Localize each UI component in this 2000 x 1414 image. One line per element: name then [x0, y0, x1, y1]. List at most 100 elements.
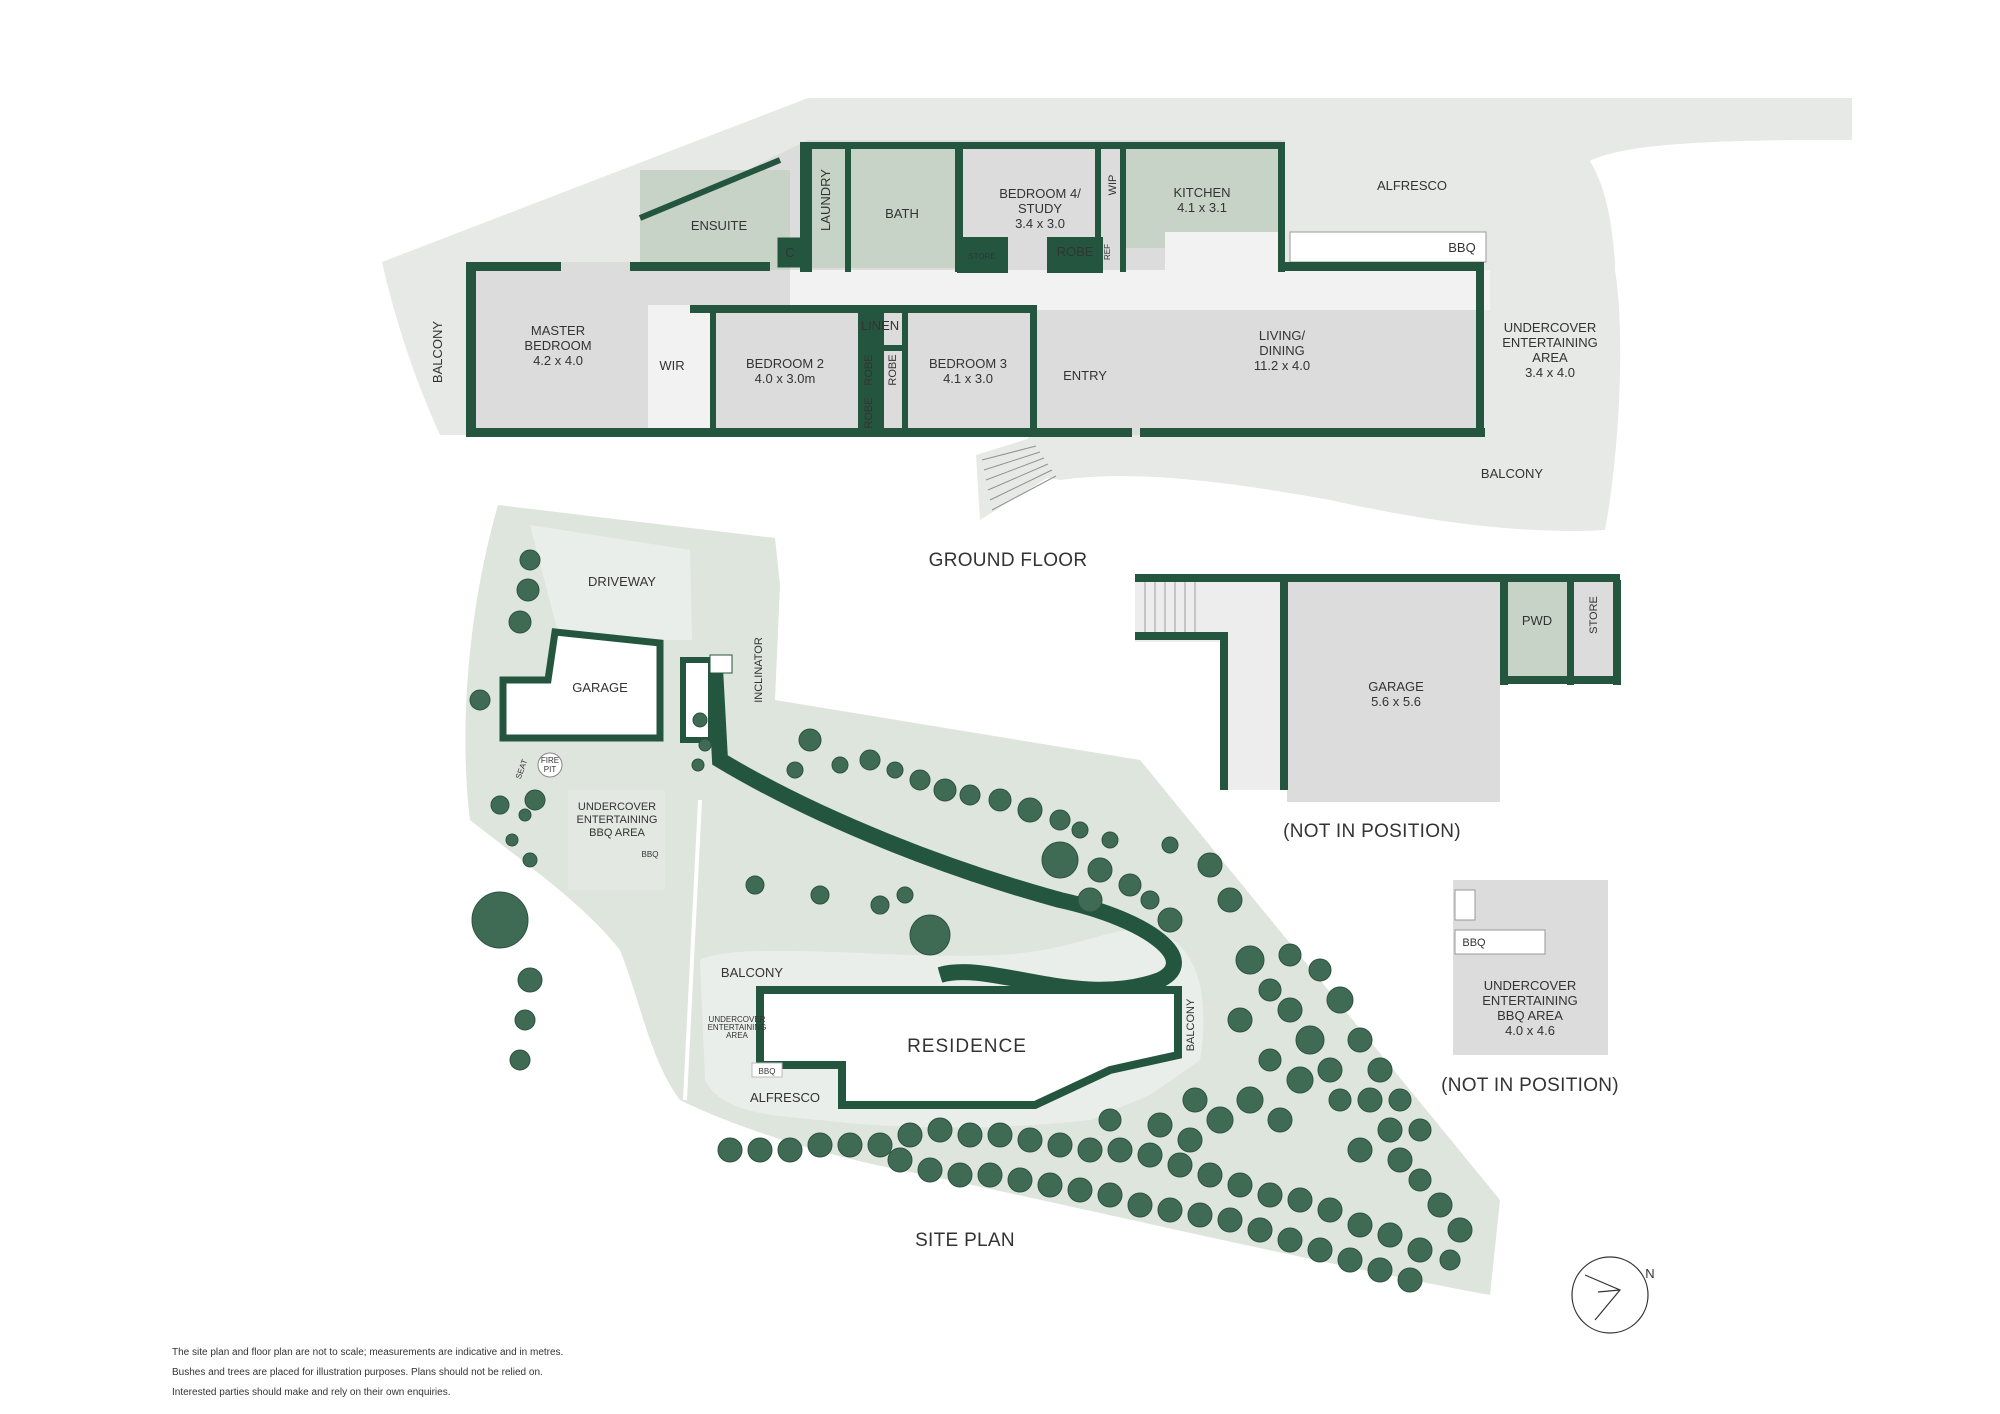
tree	[798, 728, 822, 752]
tree	[1197, 852, 1223, 878]
tree	[1101, 831, 1119, 849]
tree	[1367, 1057, 1393, 1083]
tree	[870, 895, 890, 915]
tree	[1077, 1137, 1103, 1163]
kitchen-bench	[1165, 232, 1285, 270]
tree	[509, 1049, 531, 1071]
tree	[1067, 1177, 1093, 1203]
tree	[1286, 1066, 1314, 1094]
tree	[1258, 1048, 1282, 1072]
tree	[959, 784, 981, 806]
side-path	[683, 799, 702, 1101]
laundry-label: LAUNDRY	[818, 169, 833, 231]
tree	[777, 1137, 803, 1163]
tree	[1087, 857, 1113, 883]
bbq-bench-standalone	[1454, 929, 1546, 955]
tree	[1007, 1167, 1033, 1193]
fire-pit-label-1: FIRE	[541, 756, 559, 765]
inclinator-rail	[710, 667, 1179, 995]
tree	[717, 1137, 743, 1163]
fire-pit-label-2: PIT	[544, 765, 557, 774]
res-alfresco-label: ALFRESCO	[750, 1090, 820, 1105]
store-floor	[1573, 580, 1615, 680]
ground-floor-plan: BALCONY MASTER BEDROOM 4.2 x 4.0 WIR ENS…	[382, 98, 1852, 571]
tree	[1317, 1197, 1343, 1223]
tree	[518, 808, 532, 822]
tree	[1182, 1087, 1208, 1113]
c-label: C	[785, 245, 794, 260]
tree	[1347, 1027, 1373, 1053]
tree	[1377, 1222, 1403, 1248]
tree	[1177, 1127, 1203, 1153]
res-under-label-3: AREA	[726, 1031, 748, 1040]
tree	[987, 1122, 1013, 1148]
stair-corridor	[1220, 640, 1285, 790]
tree	[1267, 1107, 1293, 1133]
tree	[1408, 1168, 1432, 1192]
garage-label: GARAGE	[1368, 679, 1424, 694]
entry-stair-treads	[981, 445, 1057, 511]
tree	[957, 1122, 983, 1148]
tree	[988, 788, 1012, 812]
bedroom4-label: BEDROOM 4/	[999, 186, 1081, 201]
tree	[859, 749, 881, 771]
tree	[691, 758, 705, 772]
bath-tiles	[850, 148, 960, 268]
tree	[1447, 1217, 1473, 1243]
tree	[522, 852, 538, 868]
tree	[1161, 836, 1179, 854]
site-under-label-2: ENTERTAINING	[577, 814, 658, 826]
tree	[837, 1132, 863, 1158]
tree	[897, 1122, 923, 1148]
bedroom2-label: BEDROOM 2	[746, 356, 824, 371]
tree	[909, 914, 951, 956]
tree	[807, 1132, 833, 1158]
pwd-label: PWD	[1522, 613, 1552, 628]
bbq-bench	[1289, 231, 1487, 263]
tree	[810, 885, 830, 905]
garage-dim: 5.6 x 5.6	[1371, 694, 1421, 709]
tree	[1317, 1057, 1343, 1083]
robe-a-label: ROBE	[863, 354, 875, 385]
master-bedroom-dim: 4.2 x 4.0	[533, 353, 583, 368]
tree	[867, 1132, 893, 1158]
tree	[1227, 1172, 1253, 1198]
tree	[1147, 1112, 1173, 1138]
tree	[1257, 1182, 1283, 1208]
tree	[1408, 1118, 1432, 1142]
tree	[1077, 887, 1103, 913]
ground-floor-walls	[466, 142, 1485, 437]
bbq-area-plan: BBQ UNDERCOVER ENTERTAINING BBQ AREA 4.0…	[1441, 880, 1619, 1096]
balcony-west-label: BALCONY	[430, 321, 445, 383]
site-balcony-side-label: BALCONY	[1185, 998, 1197, 1051]
tree	[516, 578, 540, 602]
residence-footprint	[756, 986, 1182, 1109]
west-balcony-area	[382, 262, 470, 435]
north-compass: N	[1571, 1256, 1655, 1334]
bbq-area-label-3: BBQ AREA	[1497, 1008, 1563, 1023]
tree	[745, 875, 765, 895]
tree	[917, 1157, 943, 1183]
tree	[517, 967, 543, 993]
tree	[1098, 1108, 1122, 1132]
tree	[1247, 1217, 1273, 1243]
garage-stair-treads	[1144, 582, 1196, 632]
tree	[1277, 1227, 1303, 1253]
ground-floor-title: GROUND FLOOR	[929, 550, 1088, 571]
tree	[1367, 1257, 1393, 1283]
tree	[1227, 1007, 1253, 1033]
disclaimer-line-2: Bushes and trees are placed for illustra…	[172, 1367, 543, 1378]
undercover-dim: 3.4 x 4.0	[1525, 365, 1575, 380]
tree	[1278, 943, 1302, 967]
tree	[786, 761, 804, 779]
garage-not-in-position: (NOT IN POSITION)	[1283, 821, 1461, 842]
tree	[519, 549, 541, 571]
bedroom2-dim: 4.0 x 3.0m	[755, 371, 816, 386]
tree	[1347, 1137, 1373, 1163]
tree	[1107, 1137, 1133, 1163]
tree	[1236, 1086, 1264, 1114]
tree	[1217, 887, 1243, 913]
kitchen-label: KITCHEN	[1173, 185, 1230, 200]
tree	[508, 610, 532, 634]
robe-b-label: ROBE	[887, 354, 899, 385]
